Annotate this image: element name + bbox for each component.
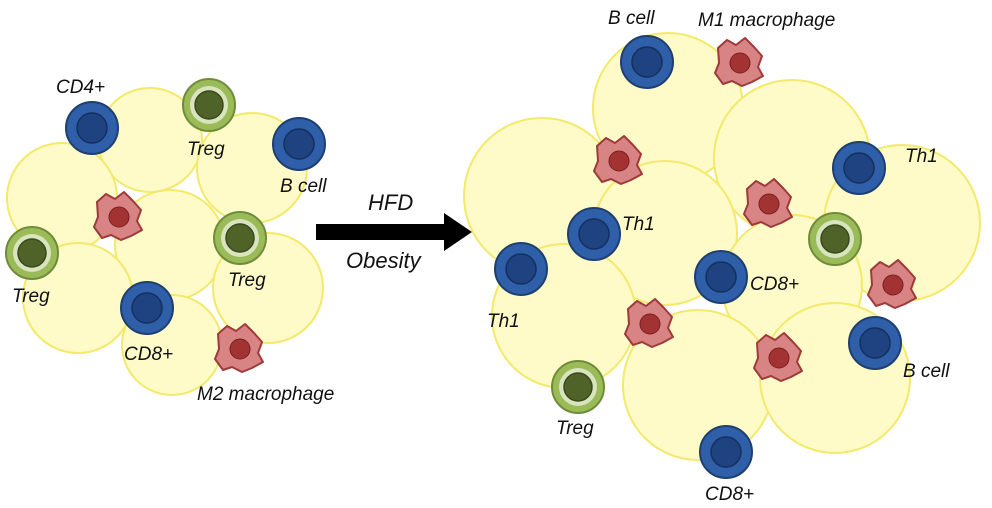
- label-cd8-bottom: CD8+: [705, 484, 754, 505]
- lean-treg-left-cell: [5, 226, 59, 280]
- obese-bcell-right: [848, 316, 902, 370]
- label-treg-right: Treg: [228, 270, 266, 291]
- label-treg-left: Treg: [12, 286, 50, 307]
- arrow-shape: [316, 213, 472, 251]
- label-cd4: CD4+: [56, 77, 105, 98]
- arrow-label-hfd: HFD: [368, 190, 413, 215]
- obese-th1-center-cell: [567, 207, 621, 261]
- obese-cd8-center-cell: [694, 250, 748, 304]
- arrow-label-obesity: Obesity: [346, 248, 423, 273]
- lean-treg-right-cell: [213, 211, 267, 265]
- lean-treg-top-cell: [182, 78, 236, 132]
- obese-th1-right-cell: [832, 141, 886, 195]
- obese-adipocytes: [463, 32, 981, 461]
- lean-macrophage-center: [93, 191, 143, 241]
- label-cd8: CD8+: [124, 344, 173, 365]
- obese-treg-bottom-cell: [551, 360, 605, 414]
- label-th1-center: Th1: [622, 214, 655, 235]
- lean-bcell: [272, 117, 326, 171]
- label-treg-top: Treg: [187, 139, 225, 160]
- obese-bcell-top: [620, 35, 674, 89]
- obese-treg-cell: [808, 212, 862, 266]
- label-bcell-right: B cell: [903, 361, 950, 382]
- lean-cd4-cell: [65, 101, 119, 155]
- label-bcell: B cell: [280, 176, 327, 197]
- obese-m1-macrophage: [714, 37, 764, 87]
- label-treg-bottom: Treg: [556, 418, 594, 439]
- label-th1-left: Th1: [487, 311, 520, 332]
- lean-tissue: CD4+ Treg B cell Treg Treg CD8+ M2 macro…: [5, 77, 334, 405]
- transition-arrow: HFD Obesity: [316, 190, 472, 273]
- label-m1-macrophage: M1 macrophage: [698, 10, 835, 31]
- obese-tissue: B cell M1 macrophage Th1 Th1 CD8+ Th1 B …: [463, 8, 981, 505]
- obese-cd8-bottom-cell: [699, 425, 753, 479]
- label-m2-macrophage: M2 macrophage: [197, 384, 334, 405]
- obese-th1-left-cell: [494, 242, 548, 296]
- label-th1-right: Th1: [905, 146, 938, 167]
- lean-cd8-cell: [120, 281, 174, 335]
- label-cd8-center: CD8+: [750, 274, 799, 295]
- label-bcell-top: B cell: [608, 8, 655, 29]
- obese-macrophage: [624, 298, 674, 348]
